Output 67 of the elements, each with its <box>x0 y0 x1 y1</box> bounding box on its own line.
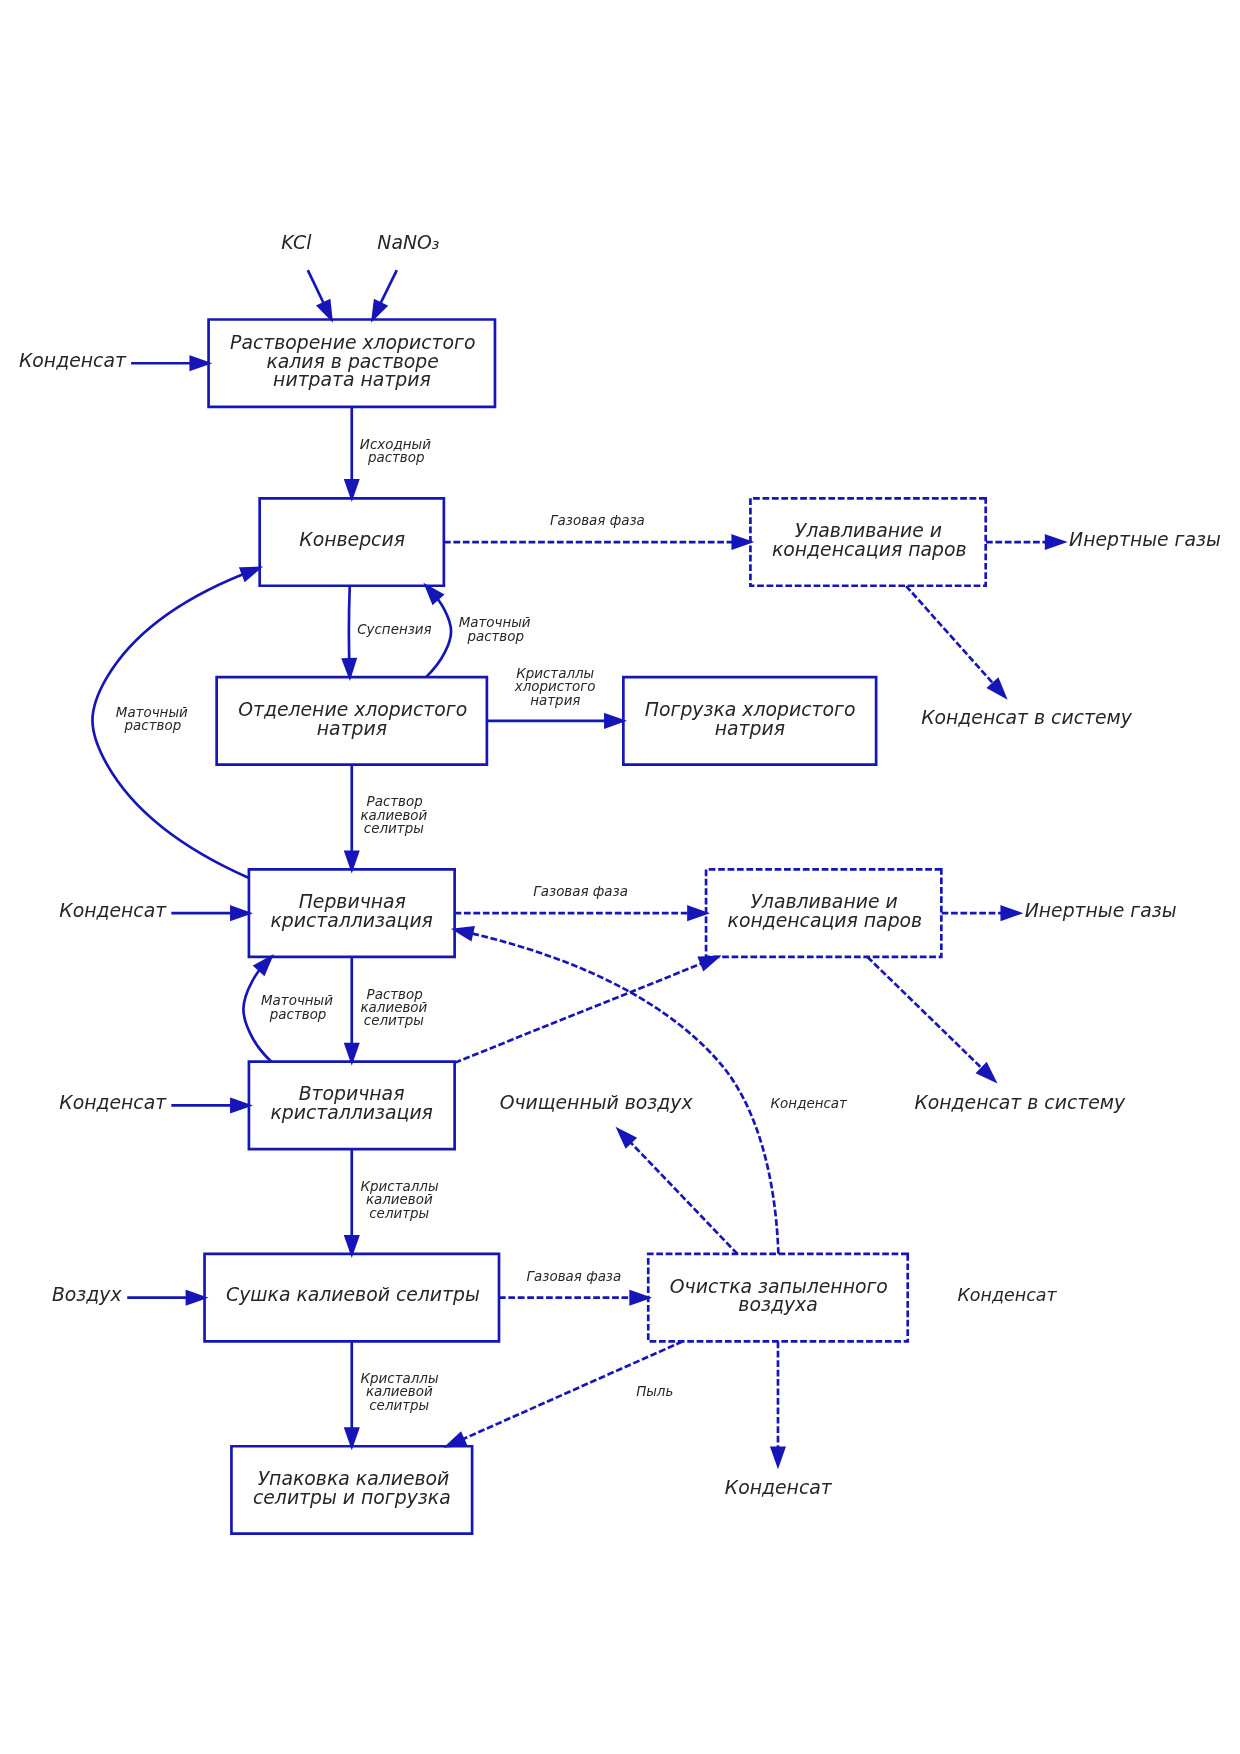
node-text: Конденсат в систему <box>914 1091 1126 1113</box>
node-text: KCl <box>281 231 312 253</box>
edge-label: Газовая фаза <box>533 883 628 899</box>
node-box: Отделение хлористого натрия <box>215 675 489 766</box>
edge-label: Конденсат <box>770 1095 847 1111</box>
arrow <box>91 566 264 879</box>
arrow <box>615 1126 739 1255</box>
arrow <box>343 1341 360 1450</box>
arrow <box>423 582 453 678</box>
edge-label: Кристаллы калиевой селитры <box>360 1178 439 1221</box>
node-text: Конденсат <box>59 1091 167 1113</box>
node-box: Погрузка хлористого натрия <box>622 675 878 766</box>
node-text: Конденсат <box>724 1476 832 1498</box>
label: Конденсат <box>957 1284 1057 1305</box>
arrow <box>242 953 274 1062</box>
node-text: Воздух <box>51 1283 122 1305</box>
arrow <box>343 1148 360 1258</box>
node-box: Первичная кристаллизация <box>247 867 456 958</box>
edge-label: Газовая фаза <box>550 512 645 528</box>
node-box: Упаковка калиевой селитры и погрузка <box>230 1444 474 1535</box>
edge-label: Газовая фаза <box>526 1268 622 1284</box>
edge-label: Суспензия <box>357 621 432 637</box>
arrow <box>443 1339 683 1448</box>
arrow <box>131 354 213 371</box>
arrow <box>454 955 722 1064</box>
edge-label: Маточный раствор <box>261 992 333 1022</box>
node-box: Улавливание и конденсация паров <box>704 867 943 958</box>
arrow <box>341 585 358 681</box>
node-text: Конденсат <box>59 899 167 921</box>
arrow <box>343 764 360 873</box>
edge-label: Маточный раствор <box>458 614 531 644</box>
node-box: Сушка калиевой селитры <box>203 1252 501 1343</box>
edge-label: Раствор калиевой селитры <box>360 793 428 836</box>
edge-label: Раствор калиевой селитры <box>360 986 428 1028</box>
node-text: Инертные газы <box>1024 899 1177 921</box>
node-box: Растворение хлористого калия в растворе нитрата натрия <box>207 317 497 408</box>
arrow <box>866 955 998 1083</box>
arrow <box>487 712 627 729</box>
arrow <box>171 1096 253 1113</box>
arrow <box>450 925 780 1254</box>
node-text: Инертные газы <box>1069 528 1221 550</box>
node-box: Очистка запыленного воздуха <box>646 1252 910 1343</box>
node-text: Конденсат <box>19 349 126 371</box>
arrow <box>343 406 360 502</box>
node-text: Конденсат в систему <box>921 706 1132 728</box>
arrow <box>127 1289 209 1306</box>
arrow <box>905 584 1008 700</box>
edge-label: Пыль <box>636 1383 674 1399</box>
arrow <box>444 533 755 550</box>
arrow <box>986 533 1068 550</box>
arrow <box>171 904 253 921</box>
node-text: NaNO₃ <box>377 231 440 253</box>
arrow <box>769 1341 786 1469</box>
arrow <box>454 904 711 921</box>
arrow <box>370 269 398 323</box>
arrow <box>499 1289 653 1306</box>
node-box: Конверсия <box>258 496 446 587</box>
arrow <box>306 269 334 323</box>
edge-label: Кристаллы калиевой селитры <box>360 1370 439 1413</box>
arrow <box>941 904 1024 921</box>
edge-label: Исходный раствор <box>359 436 431 465</box>
node-text: Очищенный воздух <box>499 1091 693 1113</box>
edge-label: Кристаллы хлористого натрия <box>514 665 596 708</box>
node-box: Вторичная кристаллизация <box>247 1059 456 1150</box>
node-box: Улавливание и конденсация паров <box>749 496 988 587</box>
edge-label: Маточный раствор <box>115 704 188 733</box>
arrow <box>343 956 360 1066</box>
